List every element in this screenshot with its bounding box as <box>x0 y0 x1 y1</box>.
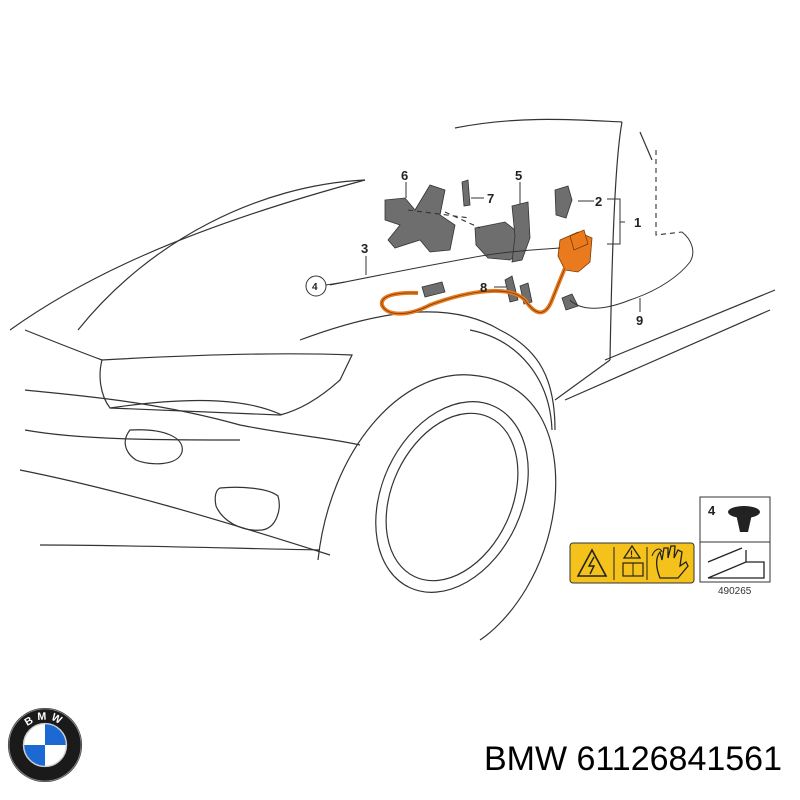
callout-6: 6 <box>401 168 408 183</box>
glove-hand-icon <box>655 545 689 579</box>
bmw-logo: BMW <box>7 707 83 783</box>
inset-code: 490265 <box>718 586 752 597</box>
callout-2: 2 <box>595 194 602 209</box>
callout-4: 4 <box>312 282 318 293</box>
caution-icon <box>622 544 642 559</box>
inset-callout-4: 4 <box>708 503 716 518</box>
part-bracket-6 <box>384 184 456 253</box>
part-cable-3 <box>329 247 561 286</box>
push-clip-icon <box>728 506 760 532</box>
part-clip-7 <box>461 179 471 207</box>
callout-9: 9 <box>636 313 643 328</box>
inset-panel: 4 490265 <box>699 496 771 597</box>
part-number-label: BMW 61126841561 <box>484 740 782 779</box>
part-bracket-8 <box>504 275 533 305</box>
callout-5: 5 <box>515 168 522 183</box>
part-bracket-2 <box>554 185 573 219</box>
part-cable-9 <box>569 231 694 309</box>
callout-4-circle <box>305 275 327 297</box>
ramp-step-icon <box>707 547 765 579</box>
part-bracket-5 <box>511 201 531 263</box>
part-wiring-harness-orange <box>379 267 567 316</box>
callout-3: 3 <box>361 241 368 256</box>
part-connector <box>421 281 579 311</box>
brand-name: BMW <box>483 740 568 778</box>
callout-8: 8 <box>480 280 487 295</box>
high-voltage-warning-icon <box>576 548 608 577</box>
part-number: 61126841561 <box>576 740 782 778</box>
car-outline <box>9 118 776 641</box>
warning-label: ! <box>569 542 695 584</box>
leader-lines <box>325 150 683 312</box>
callout-1: 1 <box>634 215 641 230</box>
callout-7: 7 <box>487 191 494 206</box>
part-actuator-orange <box>557 229 593 273</box>
svg-text:!: ! <box>630 549 633 559</box>
